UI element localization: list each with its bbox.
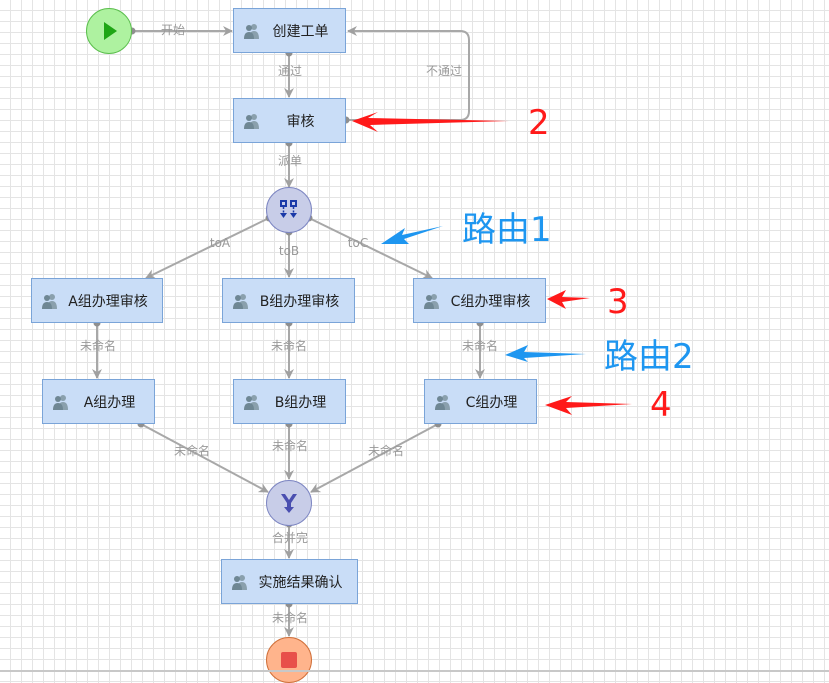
- edge-label-start: 开始: [160, 23, 186, 37]
- task-c-review[interactable]: C组办理审核: [413, 278, 546, 323]
- edge-a-to-join[interactable]: [140, 423, 269, 493]
- task-a-handle[interactable]: A组办理: [42, 379, 155, 424]
- edge-label-pass: 通过: [277, 64, 303, 78]
- task-c-handle[interactable]: C组办理: [424, 379, 537, 424]
- edge-label-to-b: toB: [278, 244, 300, 258]
- red-arrow-4: [545, 396, 632, 415]
- user-group-icon: [244, 23, 259, 39]
- edge-to-c[interactable]: [308, 217, 433, 279]
- task-label: A组办理审核: [68, 293, 148, 310]
- edge-label-a-review: 未命名: [79, 339, 117, 353]
- annotation-marker-2: 2: [528, 103, 550, 143]
- play-icon: [104, 22, 117, 40]
- task-review[interactable]: 审核: [233, 98, 346, 143]
- edge-review-to-create[interactable]: [346, 26, 470, 121]
- blue-arrow-route-1: [381, 226, 443, 244]
- task-label: 创建工单: [272, 23, 329, 40]
- task-create-ticket[interactable]: 创建工单: [233, 8, 346, 53]
- task-b-review[interactable]: B组办理审核: [222, 278, 355, 323]
- annotation-route-1: 路由1: [462, 210, 552, 250]
- edge-label-end: 未命名: [271, 611, 309, 625]
- task-confirm[interactable]: 实施结果确认: [221, 559, 358, 604]
- user-group-icon: [244, 113, 259, 129]
- task-label: 审核: [286, 113, 315, 130]
- user-group-icon: [233, 293, 248, 309]
- task-label: B组办理审核: [259, 293, 340, 310]
- red-arrow-2: [352, 112, 510, 132]
- task-label: C组办理: [465, 394, 518, 411]
- edge-label-to-c: toC: [347, 236, 369, 250]
- stop-icon: [281, 652, 297, 668]
- red-arrow-3: [547, 290, 590, 309]
- user-group-icon: [244, 394, 259, 410]
- edge-label-to-a: toA: [209, 236, 231, 250]
- start-event[interactable]: [86, 8, 132, 54]
- merge-icon: [281, 494, 297, 513]
- user-group-icon: [42, 293, 57, 309]
- edge-label-a-join: 未命名: [173, 444, 211, 458]
- route-gateway[interactable]: [266, 187, 312, 233]
- end-event[interactable]: [266, 637, 312, 683]
- task-label: 实施结果确认: [258, 574, 343, 591]
- task-label: A组办理: [83, 394, 136, 411]
- edge-label-reject: 不通过: [425, 64, 463, 78]
- user-group-icon: [53, 394, 68, 410]
- annotation-marker-3: 3: [607, 282, 629, 322]
- edge-to-a[interactable]: [145, 217, 270, 279]
- edge-label-b-review: 未命名: [270, 339, 308, 353]
- task-label: B组办理: [274, 394, 327, 411]
- task-a-review[interactable]: A组办理审核: [31, 278, 163, 323]
- task-label: C组办理审核: [450, 293, 531, 310]
- edge-label-b-join: 未命名: [271, 439, 309, 453]
- edge-label-dispatch: 派单: [277, 154, 303, 168]
- annotation-arrows: [352, 112, 632, 415]
- fork-icon: [280, 200, 297, 218]
- annotation-route-2: 路由2: [604, 337, 694, 377]
- blue-arrow-route-2: [505, 345, 586, 362]
- edge-label-merged: 合并完: [271, 531, 309, 545]
- user-group-icon: [232, 574, 247, 590]
- edge-c-to-join[interactable]: [310, 423, 439, 493]
- task-b-handle[interactable]: B组办理: [233, 379, 346, 424]
- edge-label-c-review: 未命名: [461, 339, 499, 353]
- user-group-icon: [424, 293, 439, 309]
- annotation-marker-4: 4: [650, 385, 672, 425]
- edge-label-c-join: 未命名: [367, 444, 405, 458]
- user-group-icon: [435, 394, 450, 410]
- join-gateway[interactable]: [266, 480, 312, 526]
